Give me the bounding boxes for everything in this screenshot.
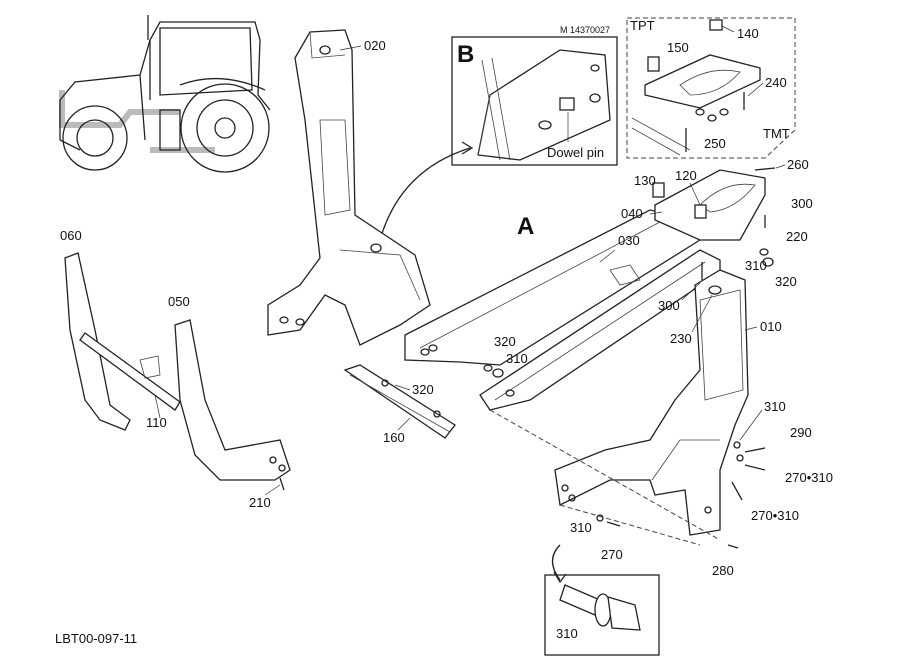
- callout-320b: 320: [412, 382, 434, 397]
- callout-310d: 310: [570, 520, 592, 535]
- inset-b-letter: B: [457, 41, 474, 68]
- callout-010: 010: [760, 319, 782, 334]
- tractor-thumbnail: [59, 15, 271, 173]
- callout-310e: 310: [556, 626, 578, 641]
- part-060-050-bars: 060 050 110 210: [60, 228, 291, 510]
- callout-270: 270: [601, 547, 623, 562]
- part-010-support: 010: [554, 269, 782, 536]
- hardware-callouts: 320 310 320 260 300 220 310 320 300 230 …: [394, 157, 833, 578]
- callout-300b: 300: [658, 298, 680, 313]
- tpt-tag: TPT: [630, 18, 655, 33]
- callout-270310b: 270•310: [751, 508, 799, 523]
- callout-060: 060: [60, 228, 82, 243]
- callout-160: 160: [383, 430, 405, 445]
- callout-120: 120: [675, 168, 697, 183]
- callout-270310a: 270•310: [785, 470, 833, 485]
- callout-140: 140: [737, 26, 759, 41]
- callout-310c: 310: [764, 399, 786, 414]
- inset-b-detail: M 14370027 B Dowel pin: [451, 25, 618, 166]
- callout-320c: 320: [775, 274, 797, 289]
- callout-240: 240: [765, 75, 787, 90]
- callout-210: 210: [249, 495, 271, 510]
- part-020-support: 020: [267, 29, 431, 346]
- callout-150: 150: [667, 40, 689, 55]
- dowel-pin-label: Dowel pin: [547, 145, 604, 160]
- callout-230: 230: [670, 331, 692, 346]
- callout-020: 020: [364, 38, 386, 53]
- callout-250: 250: [704, 136, 726, 151]
- part-160-rail: 160: [343, 364, 456, 445]
- bolt-detail-inset: 310: [544, 544, 660, 656]
- detail-arrow: [379, 147, 471, 241]
- inset-tpt-tmt: TPT TMT 150 140 240 250: [626, 17, 796, 159]
- callout-110: 110: [146, 415, 167, 430]
- callout-030: 030: [618, 233, 640, 248]
- callout-310b: 310: [745, 258, 767, 273]
- part-040-bracket: 040 130 120: [621, 168, 766, 241]
- tmt-tag: TMT: [763, 126, 790, 141]
- callout-050: 050: [168, 294, 190, 309]
- callout-310a: 310: [506, 351, 528, 366]
- callout-040: 040: [621, 206, 643, 221]
- callout-320a: 320: [494, 334, 516, 349]
- callout-300a: 300: [791, 196, 813, 211]
- callout-290: 290: [790, 425, 812, 440]
- view-a-letter: A: [517, 213, 534, 240]
- callout-220: 220: [786, 229, 808, 244]
- callout-280: 280: [712, 563, 734, 578]
- detail-arrowhead: [461, 141, 474, 155]
- part-030-frame: A 030: [404, 209, 721, 411]
- model-code: M 14370027: [560, 25, 610, 35]
- callout-260: 260: [787, 157, 809, 172]
- drawing-id: LBT00-097-11: [55, 631, 137, 646]
- callout-130: 130: [634, 173, 656, 188]
